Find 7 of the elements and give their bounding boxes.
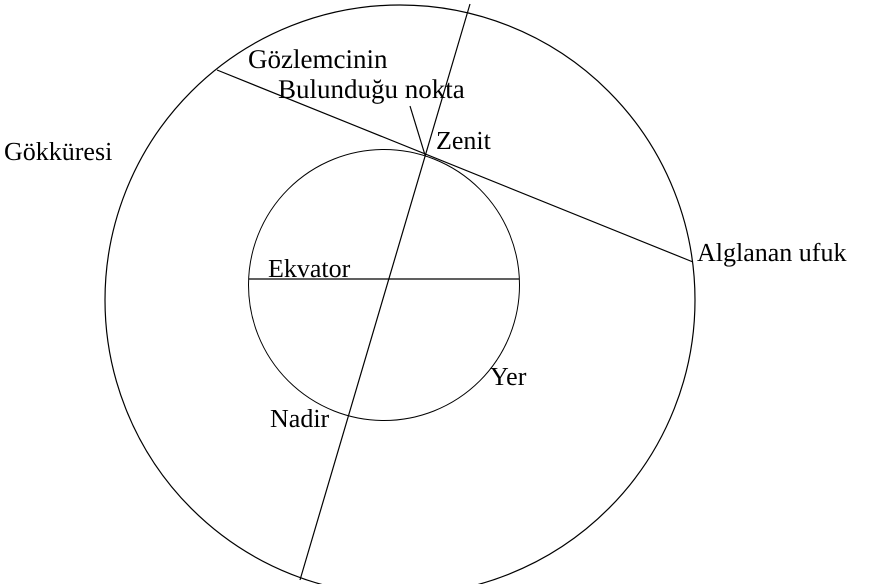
diagram-label: Zenit xyxy=(436,126,491,156)
diagram-label: Nadir xyxy=(270,404,330,434)
diagram-label: Alglanan ufuk xyxy=(697,238,846,268)
diagram-label: Gökküresi xyxy=(4,137,112,167)
leader-line xyxy=(409,106,426,156)
diagram-label: Ekvator xyxy=(268,254,350,284)
diagram-label: Yer xyxy=(490,362,526,392)
